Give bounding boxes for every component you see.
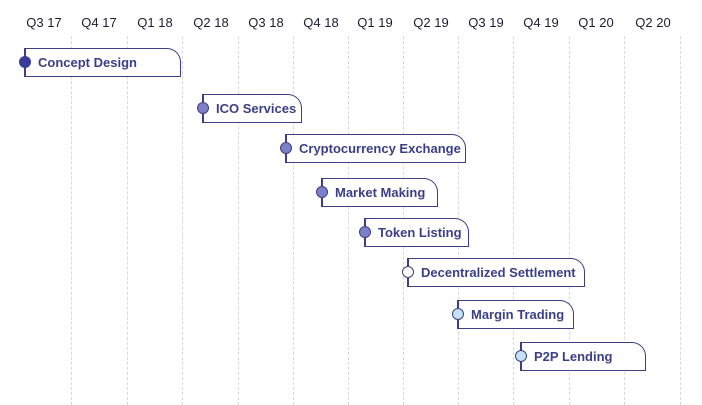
milestone-p2p-lending: P2P Lending (515, 342, 646, 371)
grid-line (569, 36, 570, 405)
milestone-dot-icon (402, 266, 414, 278)
quarter-label: Q3 19 (468, 15, 504, 30)
milestone-cryptocurrency-exchange: Cryptocurrency Exchange (280, 134, 466, 163)
grid-line (513, 36, 514, 405)
milestone-dot-icon (515, 350, 527, 362)
quarter-label: Q4 17 (81, 15, 117, 30)
grid-line (238, 36, 239, 405)
milestone-label: Cryptocurrency Exchange (299, 141, 461, 156)
grid-line (348, 36, 349, 405)
quarter-label: Q4 19 (523, 15, 559, 30)
milestone-label: P2P Lending (534, 349, 613, 364)
milestone-decentralized-settlement: Decentralized Settlement (402, 258, 585, 287)
milestone-market-making: Market Making (316, 178, 438, 207)
milestone-label: Token Listing (378, 225, 462, 240)
milestone-dot-icon (280, 142, 292, 154)
milestone-ico-services: ICO Services (197, 94, 302, 123)
milestone-dot-icon (197, 102, 209, 114)
grid-line (680, 36, 681, 405)
quarter-label: Q1 20 (578, 15, 614, 30)
quarter-label: Q2 20 (635, 15, 671, 30)
milestone-dot-icon (316, 186, 328, 198)
grid-line (624, 36, 625, 405)
milestone-label: Concept Design (38, 55, 137, 70)
grid-line (71, 36, 72, 405)
milestone-dot-icon (452, 308, 464, 320)
milestone-label: ICO Services (216, 101, 297, 116)
quarter-label: Q1 19 (357, 15, 393, 30)
quarter-label: Q3 18 (248, 15, 284, 30)
milestone-label: Margin Trading (471, 307, 565, 322)
milestone-dot-icon (19, 56, 31, 68)
milestone-label: Market Making (335, 185, 426, 200)
grid-line (182, 36, 183, 405)
milestone-margin-trading: Margin Trading (452, 300, 574, 329)
milestone-label: Decentralized Settlement (421, 265, 576, 280)
quarter-label: Q2 18 (193, 15, 229, 30)
milestone-dot-icon (359, 226, 371, 238)
quarter-label: Q4 18 (303, 15, 339, 30)
grid-line (127, 36, 128, 405)
quarter-label: Q1 18 (137, 15, 173, 30)
milestone-token-listing: Token Listing (359, 218, 469, 247)
quarter-label: Q3 17 (26, 15, 62, 30)
milestone-concept-design: Concept Design (19, 48, 181, 77)
grid-line (293, 36, 294, 405)
quarter-label: Q2 19 (413, 15, 449, 30)
